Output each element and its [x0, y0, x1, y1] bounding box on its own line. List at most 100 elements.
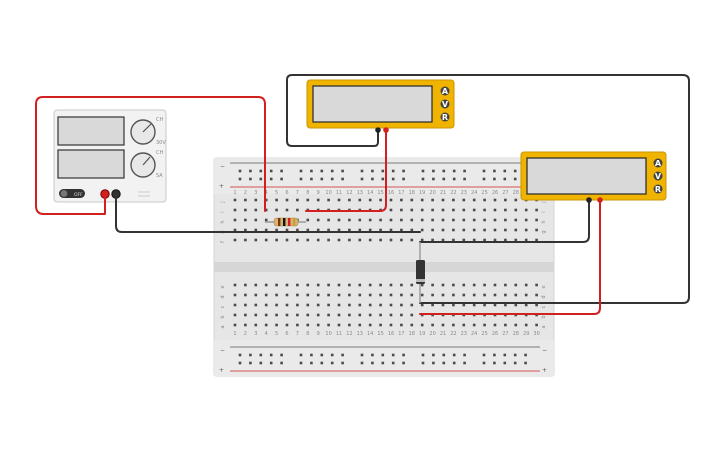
terminal-hole[interactable]	[316, 218, 320, 222]
terminal-hole[interactable]	[296, 198, 299, 202]
rail-hole[interactable]	[310, 353, 313, 357]
terminal-hole[interactable]	[244, 293, 247, 297]
terminal-hole[interactable]	[483, 293, 486, 297]
terminal-hole[interactable]	[431, 323, 434, 327]
terminal-hole[interactable]	[514, 283, 518, 287]
rail-hole[interactable]	[421, 353, 425, 357]
rail-hole[interactable]	[320, 353, 324, 357]
rail-hole[interactable]	[381, 169, 385, 173]
terminal-hole[interactable]	[348, 293, 351, 297]
terminal-hole[interactable]	[389, 303, 393, 307]
terminal-hole[interactable]	[452, 323, 455, 327]
terminal-hole[interactable]	[316, 198, 320, 202]
terminal-hole[interactable]	[285, 208, 289, 212]
terminal-hole[interactable]	[244, 218, 247, 222]
rail-hole[interactable]	[269, 353, 273, 357]
terminal-hole[interactable]	[275, 323, 278, 327]
terminal-hole[interactable]	[275, 303, 278, 307]
terminal-hole[interactable]	[400, 303, 403, 307]
terminal-hole[interactable]	[472, 323, 476, 327]
rail-hole[interactable]	[330, 169, 334, 173]
terminal-hole[interactable]	[472, 228, 476, 232]
terminal-hole[interactable]	[535, 283, 538, 287]
rail-hole[interactable]	[503, 361, 507, 365]
terminal-hole[interactable]	[535, 208, 538, 212]
terminal-hole[interactable]	[514, 303, 518, 307]
terminal-hole[interactable]	[285, 198, 289, 202]
terminal-hole[interactable]	[285, 283, 289, 287]
rail-hole[interactable]	[238, 177, 242, 181]
terminal-hole[interactable]	[368, 228, 372, 232]
wire-resistor-to-meter1[interactable]	[305, 129, 387, 212]
terminal-hole[interactable]	[264, 228, 268, 232]
terminal-hole[interactable]	[535, 238, 538, 242]
rail-hole[interactable]	[310, 169, 313, 173]
terminal-hole[interactable]	[275, 293, 278, 297]
terminal-hole[interactable]	[316, 323, 320, 327]
multimeter-1-black-probe[interactable]	[375, 127, 381, 133]
terminal-hole[interactable]	[306, 283, 310, 287]
terminal-hole[interactable]	[514, 208, 518, 212]
terminal-hole[interactable]	[244, 313, 247, 317]
rail-hole[interactable]	[503, 177, 507, 181]
rail-hole[interactable]	[371, 169, 374, 173]
terminal-hole[interactable]	[316, 283, 320, 287]
terminal-hole[interactable]	[452, 228, 455, 232]
rail-hole[interactable]	[341, 169, 344, 173]
terminal-hole[interactable]	[264, 198, 268, 202]
terminal-hole[interactable]	[327, 238, 330, 242]
terminal-hole[interactable]	[368, 198, 372, 202]
terminal-hole[interactable]	[441, 303, 445, 307]
terminal-hole[interactable]	[431, 293, 434, 297]
terminal-hole[interactable]	[431, 228, 434, 232]
terminal-hole[interactable]	[264, 208, 268, 212]
multimeter-2-red-probe[interactable]	[597, 197, 603, 203]
terminal-hole[interactable]	[233, 198, 237, 202]
wire-meter2-red[interactable]	[419, 199, 601, 315]
terminal-hole[interactable]	[296, 293, 299, 297]
rail-hole[interactable]	[482, 353, 486, 357]
terminal-hole[interactable]	[296, 208, 299, 212]
rail-hole[interactable]	[299, 169, 303, 173]
rail-hole[interactable]	[330, 353, 334, 357]
terminal-hole[interactable]	[327, 218, 330, 222]
rail-hole[interactable]	[259, 361, 263, 365]
terminal-hole[interactable]	[358, 228, 362, 232]
terminal-hole[interactable]	[514, 228, 518, 232]
terminal-hole[interactable]	[462, 208, 466, 212]
wire-psu-positive-loop[interactable]	[35, 96, 266, 215]
terminal-hole[interactable]	[400, 218, 403, 222]
terminal-hole[interactable]	[410, 208, 414, 212]
terminal-hole[interactable]	[264, 313, 268, 317]
terminal-hole[interactable]	[316, 303, 320, 307]
terminal-hole[interactable]	[337, 303, 341, 307]
terminal-hole[interactable]	[389, 228, 393, 232]
terminal-hole[interactable]	[306, 303, 310, 307]
terminal-hole[interactable]	[275, 208, 278, 212]
terminal-hole[interactable]	[358, 323, 362, 327]
terminal-hole[interactable]	[535, 323, 538, 327]
terminal-hole[interactable]	[410, 303, 414, 307]
terminal-hole[interactable]	[483, 208, 486, 212]
terminal-hole[interactable]	[348, 218, 351, 222]
terminal-hole[interactable]	[462, 293, 466, 297]
terminal-hole[interactable]	[452, 283, 455, 287]
terminal-hole[interactable]	[285, 313, 289, 317]
terminal-hole[interactable]	[493, 208, 497, 212]
rail-hole[interactable]	[493, 353, 496, 357]
terminal-hole[interactable]	[254, 293, 258, 297]
terminal-hole[interactable]	[389, 198, 393, 202]
terminal-hole[interactable]	[379, 313, 382, 317]
rail-hole[interactable]	[442, 361, 446, 365]
terminal-hole[interactable]	[254, 313, 258, 317]
terminal-hole[interactable]	[400, 323, 403, 327]
rail-hole[interactable]	[341, 353, 344, 357]
multimeter-2-ohm-button[interactable]: R	[653, 184, 663, 194]
terminal-hole[interactable]	[483, 218, 486, 222]
terminal-hole[interactable]	[254, 238, 258, 242]
terminal-hole[interactable]	[285, 228, 289, 232]
rail-hole[interactable]	[442, 353, 446, 357]
rail-hole[interactable]	[432, 361, 435, 365]
terminal-hole[interactable]	[296, 283, 299, 287]
terminal-hole[interactable]	[524, 208, 528, 212]
